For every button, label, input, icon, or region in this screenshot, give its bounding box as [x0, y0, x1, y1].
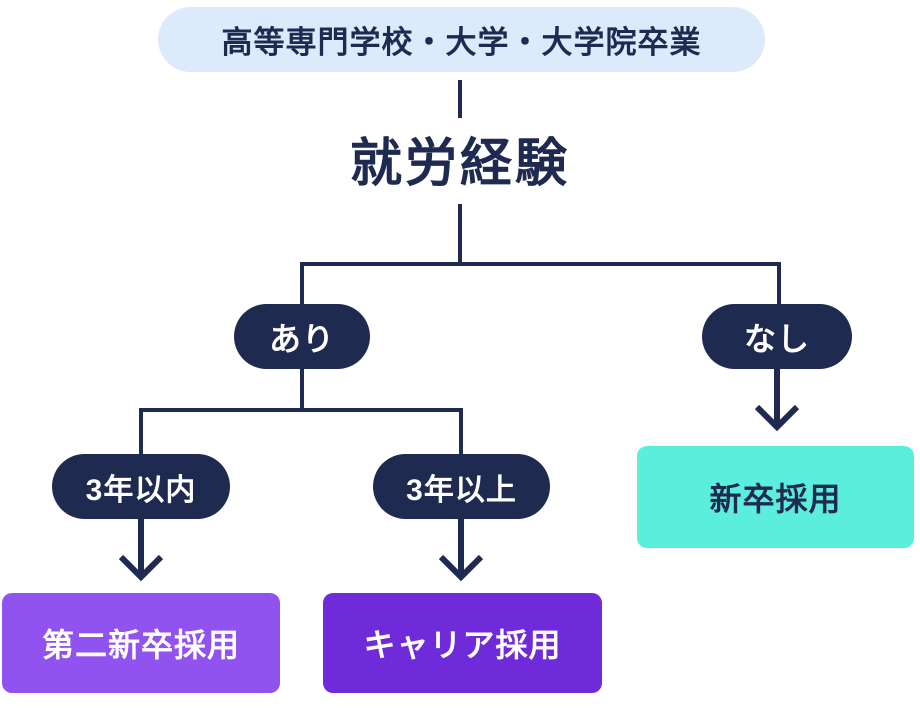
sub-split-line [139, 408, 463, 412]
arrow-down-icon [753, 369, 801, 433]
arrow-down-icon [117, 519, 165, 583]
box-new-grad-hiring: 新卒採用 [637, 446, 914, 548]
connector-line [458, 204, 462, 266]
node-work-experience: 就労経験 [349, 134, 570, 193]
box-career-hiring: キャリア採用 [323, 593, 602, 693]
connector-line [459, 408, 463, 454]
connector-line [458, 80, 462, 118]
connector-line [300, 369, 304, 412]
connector-line [300, 262, 304, 308]
box-second-new-grad-hiring: 第二新卒採用 [2, 593, 280, 693]
arrow-down-icon [437, 519, 485, 583]
branch-split-line [300, 262, 781, 266]
pill-experience-no: なし [702, 304, 852, 369]
connector-line [777, 262, 781, 308]
node-education: 高等専門学校・大学・大学院卒業 [158, 7, 765, 72]
pill-experience-yes: あり [234, 304, 370, 369]
pill-over-3-years: 3年以上 [373, 454, 550, 519]
connector-line [139, 408, 143, 454]
pill-within-3-years: 3年以内 [52, 454, 230, 519]
